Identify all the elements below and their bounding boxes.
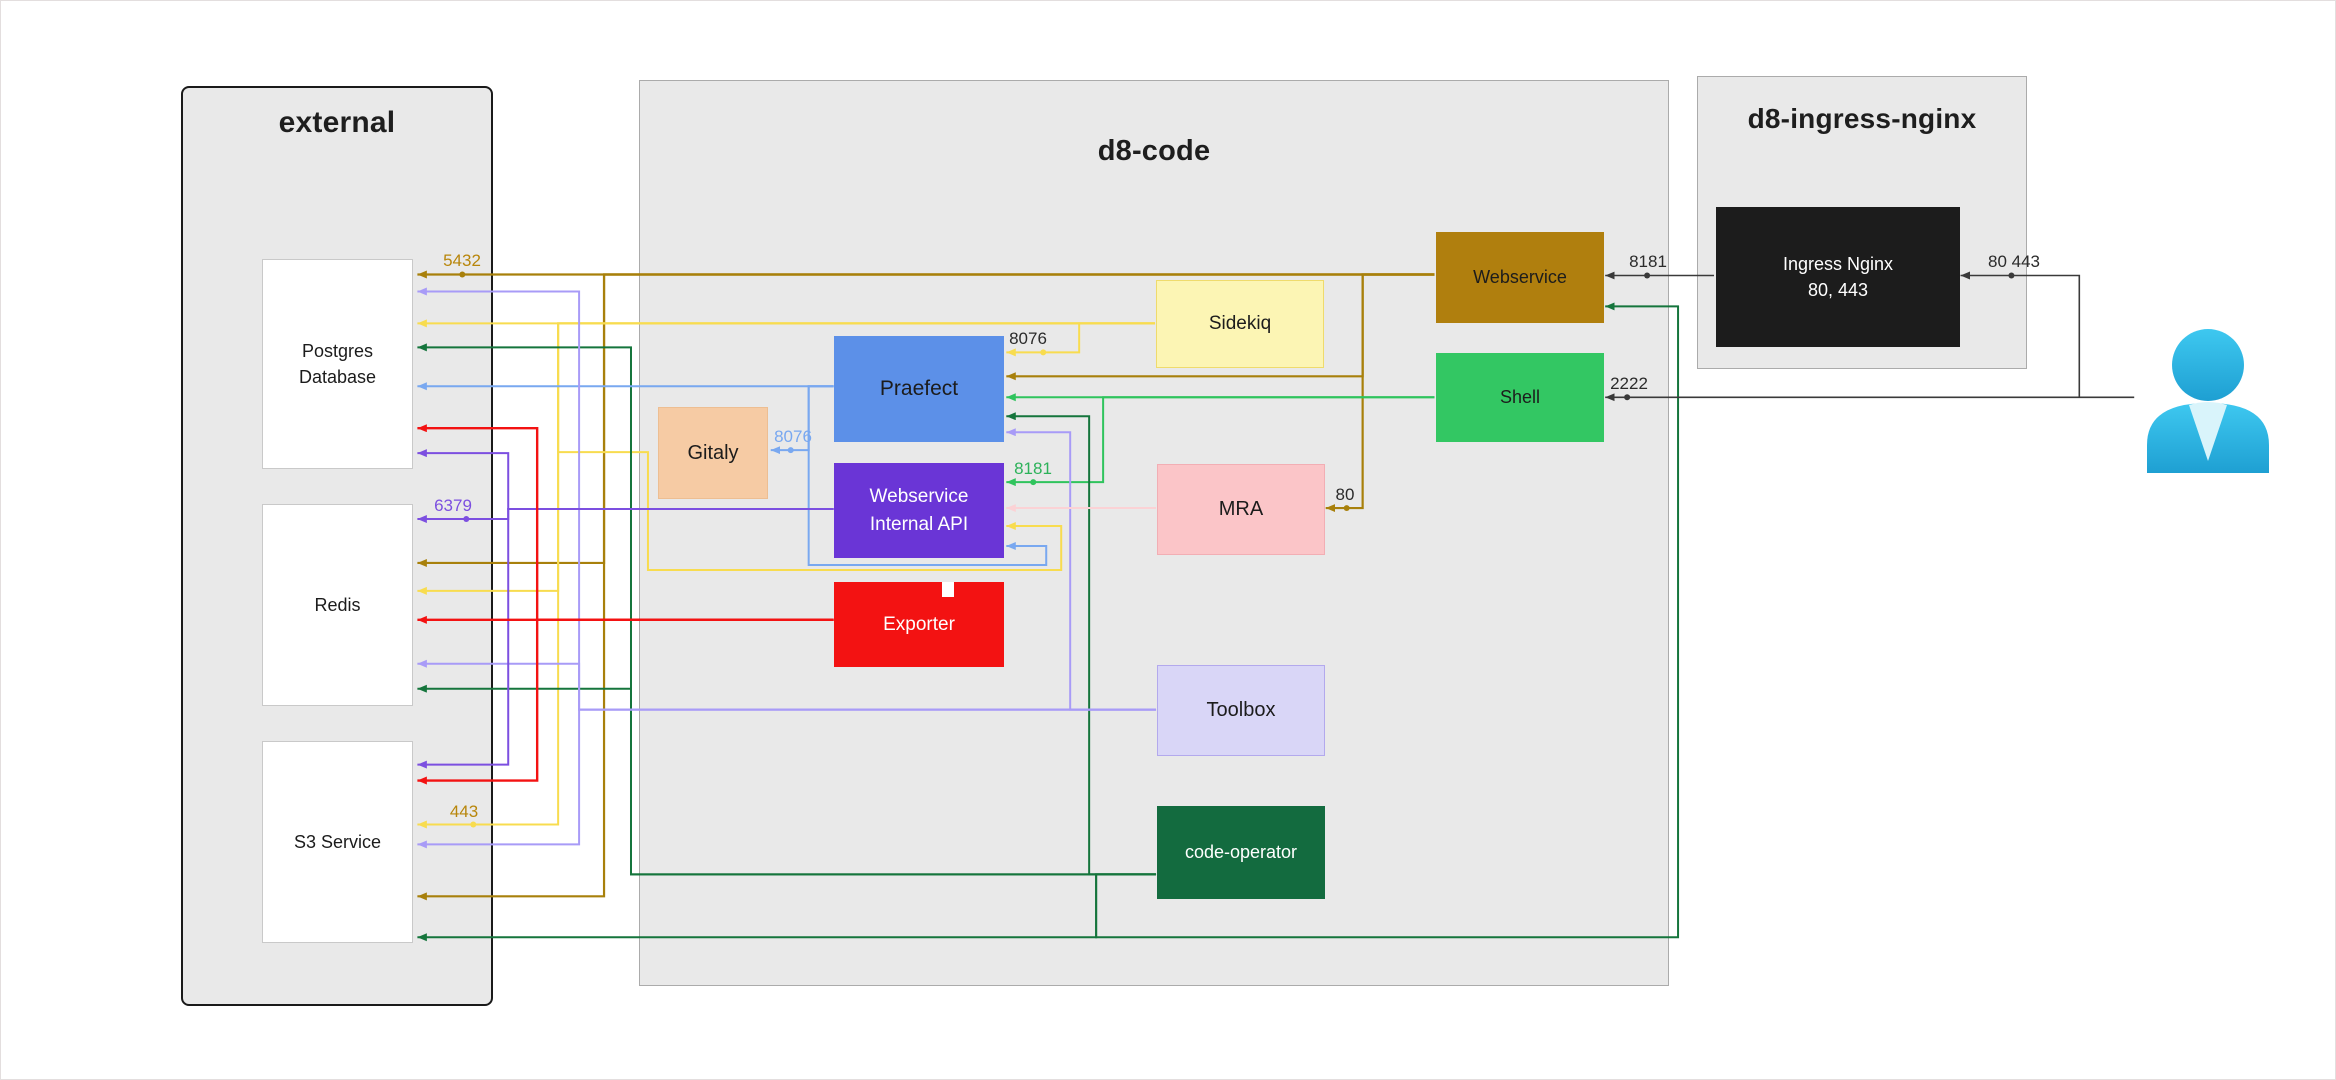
port-label-80-443-9: 80 443 [1988, 252, 2040, 271]
edge-code-operator-to-webservice [1095, 302, 1680, 939]
port-dot-8181-5 [1030, 479, 1037, 486]
port-dot-8076-3 [1040, 349, 1047, 356]
edge-webservice-to-s3 [417, 273, 1435, 901]
node-webservice: Webservice [1436, 232, 1604, 323]
port-dot-2222-8 [1624, 394, 1631, 401]
node-praefect: Praefect [834, 336, 1004, 442]
port-label-80-7: 80 [1335, 485, 1355, 504]
port-dot-80-7 [1343, 505, 1350, 512]
node-ingress-nginx: Ingress Nginx 80, 443 [1716, 207, 1960, 347]
port-label-8181-5: 8181 [1014, 459, 1052, 478]
edge-internal-api-to-s3 [417, 508, 834, 769]
edge-exporter-to-s3 [417, 618, 834, 785]
container-title-d8-code: d8-code [1097, 135, 1211, 167]
node-postgres: Postgres Database [262, 259, 413, 469]
exporter-notch [942, 582, 954, 597]
port-label-443-2: 443 [449, 802, 479, 821]
port-dot-5432-0 [459, 271, 466, 278]
edge-code-operator-to-redis [417, 684, 1157, 876]
node-toolbox: Toolbox [1157, 665, 1325, 756]
edge-user-to-ingress [1960, 271, 2081, 398]
port-label-8181-6: 8181 [1629, 252, 1667, 271]
port-label-2222-8: 2222 [1610, 374, 1648, 393]
port-dot-6379-1 [463, 516, 470, 523]
node-sidekiq: Sidekiq [1156, 280, 1324, 368]
node-shell: Shell [1436, 353, 1604, 442]
port-label-5432-0: 5432 [443, 251, 481, 270]
port-dot-8076-4 [787, 447, 794, 454]
edge-sidekiq-to-internal-api [557, 322, 1156, 571]
container-d8-code: d8-code [639, 80, 1669, 986]
container-title-external: external [278, 106, 396, 139]
port-dot-8181-6 [1644, 272, 1651, 279]
node-mra: MRA [1157, 464, 1325, 555]
node-webservice-internal-api: Webservice Internal API [834, 463, 1004, 558]
port-label-8076-3: 8076 [1009, 329, 1047, 348]
port-label-6379-1: 6379 [434, 496, 472, 515]
user-head [2172, 329, 2244, 401]
user-icon [2139, 327, 2275, 473]
port-label-8076-4: 8076 [774, 427, 812, 446]
port-dot-80-443-9 [2008, 272, 2015, 279]
node-exporter: Exporter [834, 582, 1004, 667]
edge-praefect-to-internal-api [807, 385, 1048, 566]
edge-toolbox-to-s3 [417, 708, 1157, 849]
port-dot-443-2 [470, 821, 477, 828]
container-title-d8-ingress-nginx: d8-ingress-nginx [1747, 103, 1977, 134]
node-gitaly: Gitaly [658, 407, 768, 499]
user-collar [2189, 402, 2227, 461]
node-code-operator: code-operator [1157, 806, 1325, 899]
edge-shell-to-internal-api [1006, 396, 1435, 487]
node-s3-service: S3 Service [262, 741, 413, 943]
node-redis: Redis [262, 504, 413, 706]
